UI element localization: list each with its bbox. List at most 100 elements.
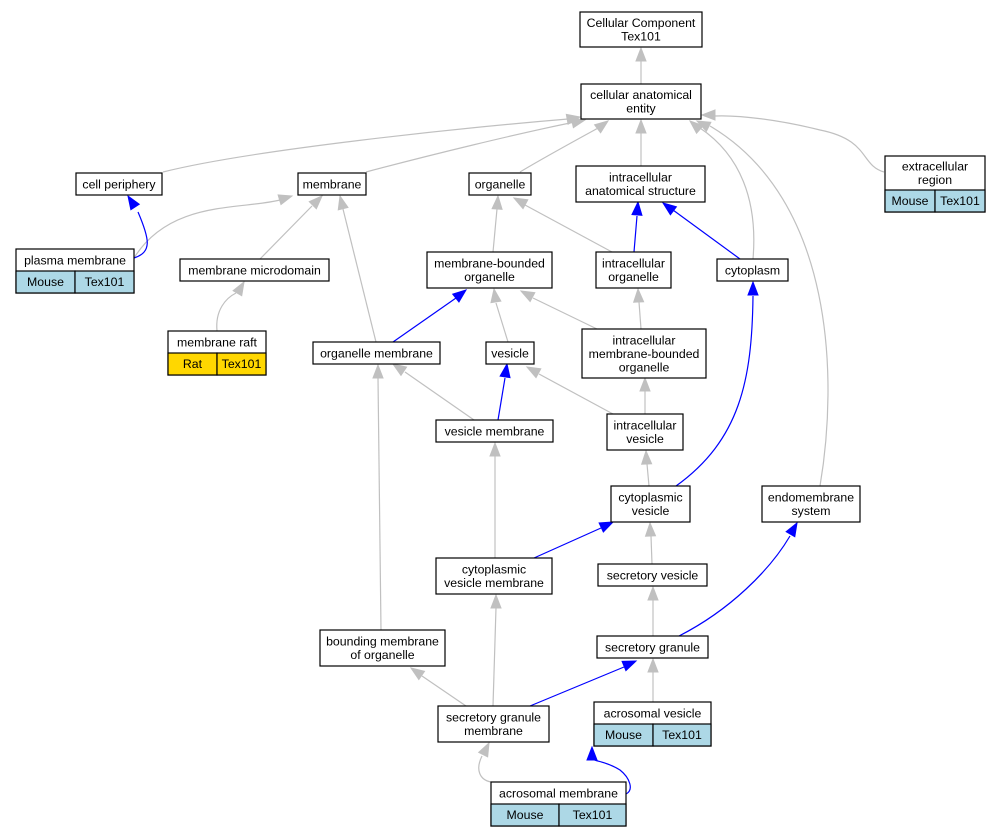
node-label-line: membrane-bounded xyxy=(434,257,545,271)
arrowhead-icon xyxy=(688,120,704,135)
arrowhead-icon xyxy=(747,280,759,296)
arrowhead-icon xyxy=(640,449,653,465)
arrowhead-icon xyxy=(277,194,294,206)
node-membrane[interactable]: membrane xyxy=(297,172,367,196)
arrowhead-icon xyxy=(519,290,536,303)
node-cytoplasm[interactable]: cytoplasm xyxy=(716,258,789,282)
is-a-edge-line xyxy=(638,301,642,330)
gene-cell xyxy=(74,270,135,294)
node-vesicle[interactable]: vesicle xyxy=(485,341,535,365)
node-label-line: acrosomal vesicle xyxy=(604,706,702,720)
node-box xyxy=(597,563,708,587)
node-cell-periphery[interactable]: cell periphery xyxy=(75,172,163,196)
edge-cae-to-cc-root xyxy=(635,46,647,84)
is-a-edge-line xyxy=(478,755,492,783)
arrowhead-icon xyxy=(499,362,511,379)
is-a-edge-line xyxy=(524,204,613,253)
node-box xyxy=(485,341,535,365)
node-label-line: cytoplasmic xyxy=(462,563,526,577)
edge-cytoplasm-to-cae xyxy=(688,120,755,260)
is-a-edge-line xyxy=(377,377,382,631)
node-label-line: membrane raft xyxy=(177,335,258,349)
arrowhead-icon xyxy=(372,363,384,379)
node-label-line: endomembrane xyxy=(768,491,854,505)
gene-label: Tex101 xyxy=(940,194,980,208)
node-label-line: bounding membrane xyxy=(326,635,439,649)
node-box xyxy=(75,172,163,196)
node-organelle[interactable]: organelle xyxy=(468,172,532,196)
node-label-line: cell periphery xyxy=(82,177,156,191)
arrowhead-icon xyxy=(593,120,610,134)
node-label-line: organelle xyxy=(619,360,670,374)
edge-intracellular-organelle-to-organelle xyxy=(512,197,613,253)
is-a-edge-line xyxy=(162,118,569,173)
edge-membrane-microdomain-to-membrane xyxy=(259,195,323,260)
edge-vesicle-membrane-to-vesicle xyxy=(497,362,511,421)
node-box xyxy=(580,83,702,120)
edge-intracellular-vesicle-to-vesicle xyxy=(525,366,614,415)
part-of-edge-line xyxy=(529,666,625,707)
node-box xyxy=(435,557,553,595)
node-box xyxy=(716,258,789,282)
node-label-line: vesicle membrane xyxy=(444,576,544,590)
edge-plasma-membrane-to-cell-periphery xyxy=(127,194,148,259)
edge-membrane-to-cae xyxy=(365,117,587,173)
node-secretory-granule[interactable]: secretory granule xyxy=(596,635,709,659)
node-label-line: organelle xyxy=(464,270,515,284)
arrowhead-icon xyxy=(337,194,349,211)
edge-cytoplasmic-vesicle-to-intracellular-vesicle xyxy=(640,449,653,487)
species-label: Mouse xyxy=(507,808,544,822)
arrowhead-icon xyxy=(695,120,712,133)
arrowhead-icon xyxy=(639,376,651,392)
node-label-line: membrane xyxy=(464,724,523,738)
species-label: Mouse xyxy=(892,194,929,208)
part-of-edge-line xyxy=(672,209,741,260)
node-secretory-vesicle[interactable]: secretory vesicle xyxy=(597,563,708,587)
arrowhead-icon xyxy=(598,521,615,533)
edge-organelle-membrane-to-mbo xyxy=(392,289,468,343)
edge-organelle-to-cae xyxy=(519,120,610,173)
arrowhead-icon xyxy=(632,287,645,303)
part-of-edge-line xyxy=(633,215,638,253)
node-label-line: secretory granule xyxy=(605,640,700,654)
gene-cell xyxy=(652,723,712,747)
node-vesicle-membrane[interactable]: vesicle membrane xyxy=(435,419,554,443)
node-label-line: system xyxy=(792,504,831,518)
node-label-line: entity xyxy=(626,102,656,116)
edge-cvm-to-vesicle-membrane xyxy=(489,441,501,558)
edge-intracellular-vesicle-to-imbo xyxy=(639,376,651,414)
node-box xyxy=(435,419,554,443)
edge-vesicle-to-mbo xyxy=(490,287,509,343)
is-a-edge-line xyxy=(365,121,576,173)
node-organelle-membrane[interactable]: organelle membrane xyxy=(312,341,441,365)
arrowhead-icon xyxy=(644,521,657,537)
arrowhead-icon xyxy=(647,585,659,601)
arrowhead-icon xyxy=(490,593,502,609)
is-a-edge-line xyxy=(646,463,650,487)
node-label-line: intracellular xyxy=(602,257,665,271)
node-box xyxy=(179,258,330,282)
node-box xyxy=(610,485,691,523)
node-membrane-microdomain[interactable]: membrane microdomain xyxy=(179,258,330,282)
is-a-edge-line xyxy=(342,208,377,343)
